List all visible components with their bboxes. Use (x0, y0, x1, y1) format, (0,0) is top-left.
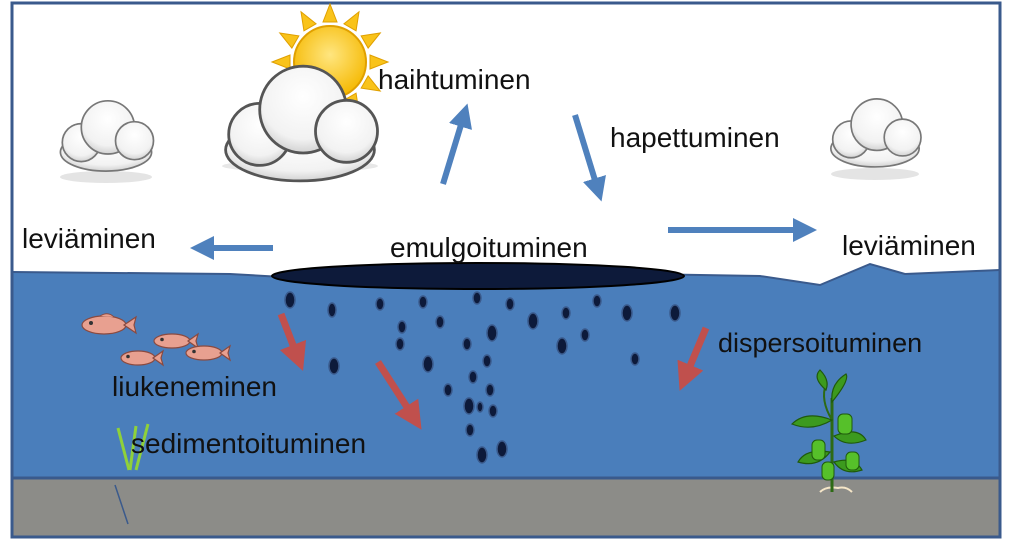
label-spreading-right: leviäminen (842, 230, 976, 261)
label-dissolution: liukeneminen (112, 371, 277, 402)
sea-water (12, 264, 1000, 478)
sea-floor (12, 478, 1000, 536)
cloud-icon (222, 64, 379, 183)
evaporation-arrow (440, 103, 472, 185)
fish-icon (120, 349, 165, 367)
label-oxidation: hapettuminen (610, 122, 780, 153)
label-evaporation: haihtuminen (378, 64, 531, 95)
seagrass-root (114, 484, 129, 525)
seagrass-icon (116, 423, 150, 471)
label-spreading-left: leviäminen (22, 223, 156, 254)
label-dispersion: dispersoituminen (718, 328, 923, 358)
oxidation-arrow (572, 114, 606, 202)
dissolution-arrow (277, 312, 307, 372)
fish-icon (81, 313, 137, 335)
sedimentation-arrow (375, 360, 422, 430)
cloud-icon (59, 99, 155, 183)
label-sedimentation: sedimentoituminen (131, 428, 367, 459)
oil-slick (271, 262, 685, 290)
cloud-icon (830, 98, 922, 180)
oil-droplets (284, 291, 681, 464)
fish-icon (185, 344, 232, 362)
dispersion-arrow (677, 326, 710, 391)
frame (10, 1, 1002, 539)
fish-icon (153, 332, 200, 350)
plant-icon (790, 369, 867, 493)
label-emulsification: emulgoituminen (390, 232, 588, 263)
